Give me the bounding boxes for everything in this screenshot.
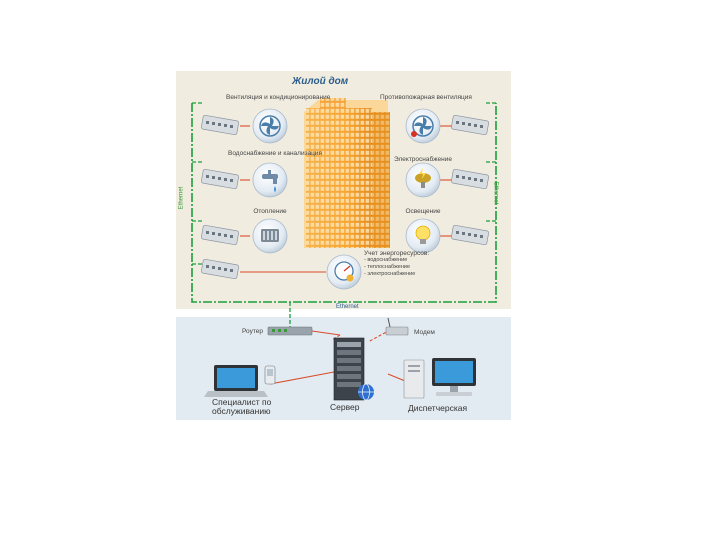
globe-icon	[358, 383, 374, 401]
panel-title: Жилой дом	[292, 76, 349, 87]
modem-icon	[385, 317, 409, 336]
fire-fan-icon	[411, 115, 434, 137]
label-metering: Учет энергоресурсов:	[364, 250, 430, 257]
light-bulb-icon	[415, 225, 431, 244]
label-server: Сервер	[330, 402, 360, 412]
label-heating: Отопление	[253, 208, 287, 215]
metering-item-water: - водоснабжение	[364, 257, 408, 263]
label-modem: Модем	[414, 329, 435, 336]
controller-icons	[201, 114, 489, 280]
label-water: Водоснабжение и канализация	[228, 150, 323, 157]
ethernet-stubs	[192, 102, 496, 330]
meter-gauge-icon	[334, 261, 354, 282]
label-power: Электроснабжение	[394, 156, 452, 163]
label-dispatch: Диспетчерская	[408, 403, 468, 413]
ethernet-label-bottom: Ethernet	[336, 304, 359, 310]
power-icon	[415, 168, 431, 188]
label-router: Роутер	[242, 328, 263, 335]
ethernet-label-right: Ethernet	[492, 181, 499, 205]
ethernet-bus	[191, 103, 497, 303]
controller-terminals	[206, 121, 483, 272]
label-fire-ventilation: Противопожарная вентиляция	[380, 94, 472, 101]
label-lighting: Освещение	[405, 208, 441, 215]
metering-item-power: - электроснабжение	[364, 271, 416, 277]
metering-list: - водоснабжение - теплоснабжение - элект…	[364, 257, 415, 278]
laptop-icon	[204, 365, 268, 397]
label-specialist: Специалист по обслуживанию	[212, 397, 272, 416]
label-ventilation: Вентиляция и кондиционирование	[226, 94, 331, 101]
ethernet-label-left: Ethernet	[178, 186, 185, 210]
router-icon	[267, 326, 313, 336]
workstation-icon	[403, 358, 476, 399]
radiator-icon	[261, 229, 279, 242]
metering-item-heat: - теплоснабжение	[364, 264, 411, 270]
faucet-icon	[262, 170, 278, 192]
fan-icon	[259, 115, 281, 137]
apartment-building-icon	[304, 98, 390, 248]
mobile-phone-icon	[264, 365, 276, 385]
server-rack-icon	[333, 337, 365, 401]
